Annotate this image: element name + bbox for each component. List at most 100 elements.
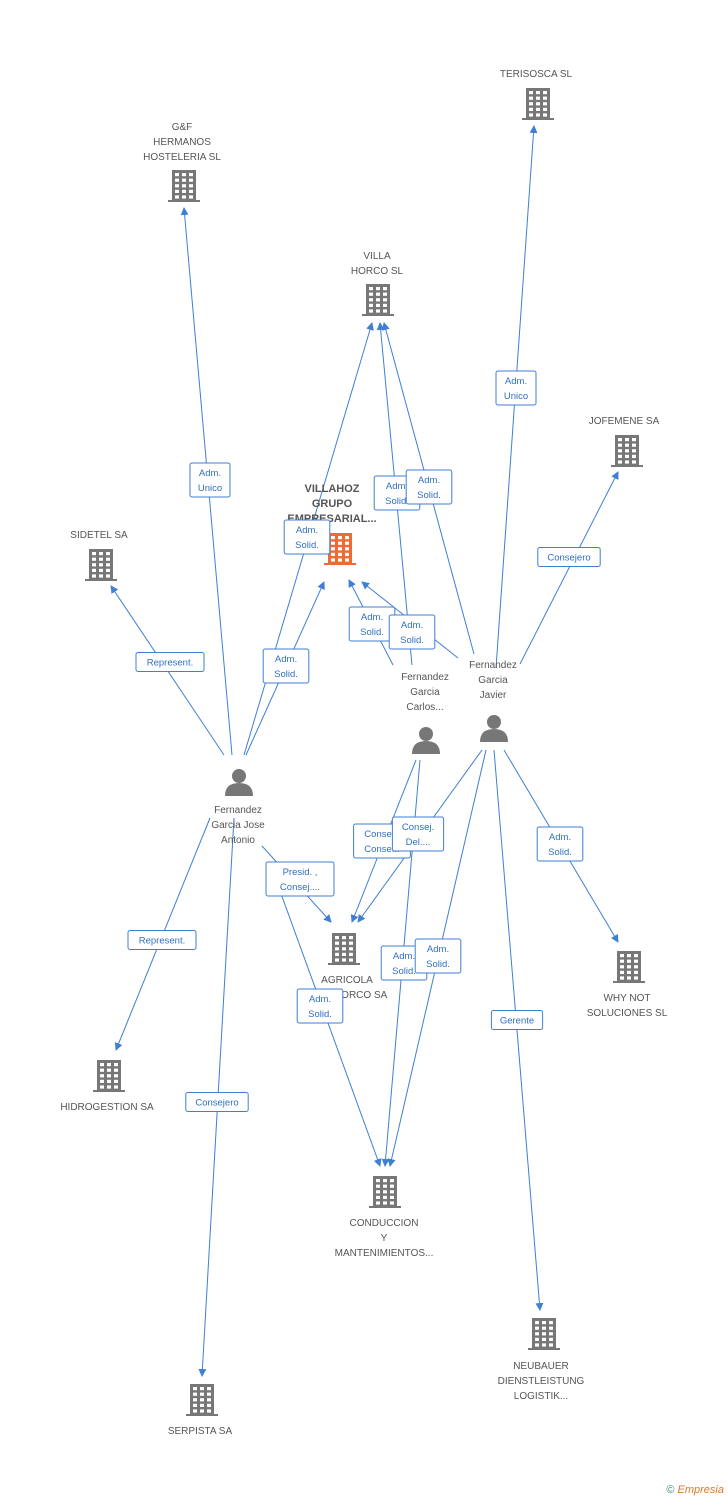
edge-label-fgjavier-neubauer[interactable]: Gerente [490, 1010, 544, 1030]
node-label: HOSTELERIA SL [143, 152, 221, 163]
edge-label-text: Del.... [406, 837, 431, 848]
person-icon[interactable] [480, 715, 508, 742]
edge-label-box [391, 816, 445, 852]
edge-label-text: Solid. [308, 1009, 332, 1020]
node-label: Carlos... [406, 702, 443, 713]
edge-label-text: Solid. [417, 490, 441, 501]
node-label: Fernandez [214, 805, 262, 816]
edge-label-fgcarlos-villahoz[interactable]: Adm. Solid. [348, 606, 396, 642]
edge-label-text: Unico [198, 483, 222, 494]
edge-label-text: Adm. [401, 620, 423, 631]
node-villa[interactable]: VILLAHORCO SL [351, 251, 404, 316]
edge-label-fgjavier-jofemene[interactable]: Consejero [537, 547, 601, 567]
edge-label-fgjose-gf[interactable]: Adm.Unico [189, 462, 231, 498]
building-icon[interactable] [93, 1060, 125, 1092]
edge-label-text: Adm. [361, 612, 383, 623]
edge-label-fgjose-villahoz[interactable]: Adm.Solid. [262, 648, 310, 684]
footer-brand[interactable]: © Empresia [666, 1484, 724, 1496]
edge-label-fgjavier-whynot[interactable]: Adm.Solid. [536, 826, 584, 862]
person-icon[interactable] [412, 727, 440, 754]
building-icon[interactable] [168, 170, 200, 202]
node-jofemene[interactable]: JOFEMENE SA [589, 416, 660, 467]
edge-label-text: Adm. [296, 525, 318, 536]
node-label: Garcia [478, 675, 508, 686]
edge-label-text: Consej.... [280, 882, 320, 893]
node-serpista[interactable]: SERPISTA SA [168, 1384, 233, 1437]
node-label: Javier [480, 690, 507, 701]
edge-label-text: Represent. [139, 936, 185, 947]
node-label: AGRICOLA [321, 975, 373, 986]
building-icon[interactable] [611, 435, 643, 467]
node-sidetel[interactable]: SIDETEL SA [70, 530, 128, 581]
node-label: SIDETEL SA [70, 530, 128, 541]
building-icon[interactable] [324, 533, 356, 565]
edge-label-text: Consejero [547, 553, 590, 564]
edge-label-fgjavier-agricola[interactable]: Consej. Del.... [391, 816, 445, 852]
edge-label-fgjose-sidetel[interactable]: Represent. [135, 652, 205, 672]
node-label: LOGISTIK... [514, 1391, 568, 1402]
edge-label-text: Adm. [505, 376, 527, 387]
person-icon[interactable] [225, 769, 253, 796]
edge-label-text: Solid. [274, 669, 298, 680]
edge-label-text: Adm. [309, 994, 331, 1005]
edge-label-fgjose-agricola[interactable]: Presid. ,Consej.... [265, 861, 335, 897]
node-label: VILLAHOZ [305, 483, 360, 495]
edge-label-fgjose-villa[interactable]: Adm.Solid. [283, 519, 331, 555]
edge-label-box [185, 1092, 249, 1112]
node-label: MANTENIMIENTOS... [335, 1248, 434, 1259]
node-conduccion[interactable]: CONDUCCIONYMANTENIMIENTOS... [335, 1176, 434, 1259]
edge-label-box [495, 370, 537, 406]
building-icon[interactable] [328, 933, 360, 965]
edge-label-fgjavier-villa[interactable]: Adm. Solid. [405, 469, 453, 505]
edge-label-text: Consej. [402, 822, 434, 833]
node-terisosca[interactable]: TERISOSCA SL [500, 69, 573, 120]
building-icon[interactable] [362, 284, 394, 316]
node-fgcarlos[interactable]: FernandezGarciaCarlos... [401, 672, 449, 754]
building-icon[interactable] [522, 88, 554, 120]
edge-label-fgjose-conduccion[interactable]: Adm. Solid. [296, 988, 344, 1024]
node-label: SERPISTA SA [168, 1426, 233, 1437]
building-icon[interactable] [186, 1384, 218, 1416]
edge-label-text: Solid. [392, 966, 416, 977]
edge-label-fgjose-hidro[interactable]: Represent. [127, 930, 197, 950]
node-label: HIDROGESTION SA [60, 1102, 154, 1113]
node-label: Garcia Jose [211, 820, 265, 831]
node-hidro[interactable]: HIDROGESTION SA [60, 1060, 154, 1113]
edge-label-fgjavier-conduccion[interactable]: Adm.Solid. [414, 938, 462, 974]
edge-label-text: Solid. [548, 847, 572, 858]
node-label: TERISOSCA SL [500, 69, 573, 80]
building-icon[interactable] [369, 1176, 401, 1208]
node-neubauer[interactable]: NEUBAUER DIENSTLEISTUNG LOGISTIK... [498, 1318, 585, 1402]
edge-label-text: Adm. [418, 475, 440, 486]
edge-label-text: Consejero [195, 1098, 238, 1109]
edge-label-box [262, 648, 310, 684]
node-label: SOLUCIONES SL [587, 1008, 668, 1019]
edge-label-text: Conse... [364, 844, 399, 855]
edge-label-fgjavier-terisosca[interactable]: Adm. Unico [495, 370, 537, 406]
node-label: DIENSTLEISTUNG [498, 1376, 585, 1387]
building-icon[interactable] [528, 1318, 560, 1350]
edge-label-text: Solid. [385, 496, 409, 507]
edge-label-text: Adm. [386, 481, 408, 492]
building-icon[interactable] [613, 951, 645, 983]
edge-label-fgjavier-villahoz[interactable]: Adm.Solid. [388, 614, 436, 650]
edge-label-text: Solid. [360, 627, 384, 638]
edge-label-text: Represent. [147, 658, 193, 669]
edge-label-box [127, 930, 197, 950]
edge-label-box [283, 519, 331, 555]
node-villahoz[interactable]: VILLAHOZGRUPOEMPRESARIAL... [287, 483, 377, 565]
edge-label-text: Adm. [427, 944, 449, 955]
copyright-icon: © [666, 1484, 675, 1496]
building-icon[interactable] [85, 549, 117, 581]
edge-label-box [388, 614, 436, 650]
node-label: NEUBAUER [513, 1361, 569, 1372]
edge-labels-layer: Adm.UnicoAdm.Solid.Adm.Solid.Represent.R… [127, 370, 601, 1112]
edge-label-text: Unico [504, 391, 528, 402]
edge-label-fgjose-serpista[interactable]: Consejero [185, 1092, 249, 1112]
